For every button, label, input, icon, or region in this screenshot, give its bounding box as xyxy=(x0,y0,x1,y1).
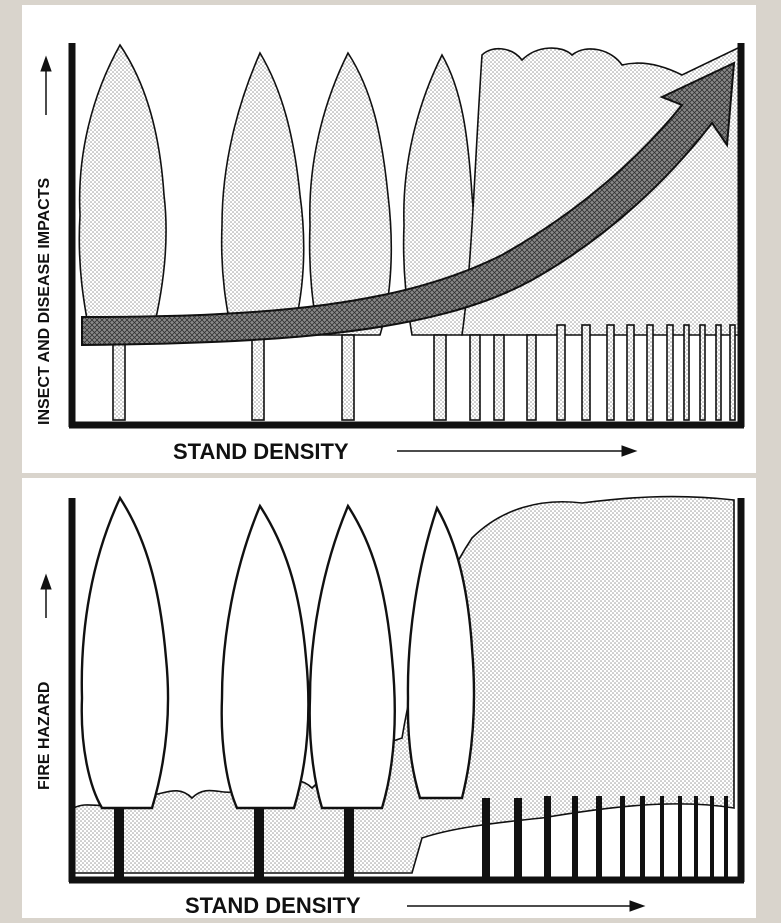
tree-group xyxy=(82,498,474,808)
tree-trunk xyxy=(557,325,565,420)
tree-trunk xyxy=(730,325,735,420)
tree-trunk xyxy=(716,325,721,420)
tree-trunk xyxy=(252,335,264,420)
tree-trunk xyxy=(667,325,673,420)
tree-trunk xyxy=(647,325,653,420)
fire-hazard-illustration xyxy=(22,478,756,918)
tree-trunk xyxy=(627,325,634,420)
insect-disease-illustration xyxy=(22,5,756,473)
tree-group xyxy=(79,45,740,420)
tree-trunk xyxy=(684,325,689,420)
tree xyxy=(222,506,309,808)
tree-trunk xyxy=(494,335,504,420)
tree xyxy=(310,53,392,335)
tree-trunk xyxy=(527,335,536,420)
insect-disease-panel: INSECT AND DISEASE IMPACTS STAND DENSITY xyxy=(22,5,756,473)
tree-trunk xyxy=(582,325,590,420)
fire-area xyxy=(74,497,734,873)
x-axis-label: STAND DENSITY xyxy=(173,439,349,465)
tree xyxy=(222,53,304,335)
tree xyxy=(82,498,168,808)
tree-trunk xyxy=(700,325,705,420)
tree-trunk xyxy=(113,335,125,420)
tree xyxy=(79,45,166,335)
tree-trunk xyxy=(434,335,446,420)
fire-hazard-panel: FIRE HAZARD STAND DENSITY xyxy=(22,478,756,918)
tree-trunk xyxy=(607,325,614,420)
tree-trunk xyxy=(342,335,354,420)
tree-trunk xyxy=(470,335,480,420)
x-axis-label: STAND DENSITY xyxy=(185,893,361,919)
tree xyxy=(310,506,395,808)
y-axis-label: FIRE HAZARD xyxy=(36,682,54,790)
y-axis-label: INSECT AND DISEASE IMPACTS xyxy=(36,178,54,425)
